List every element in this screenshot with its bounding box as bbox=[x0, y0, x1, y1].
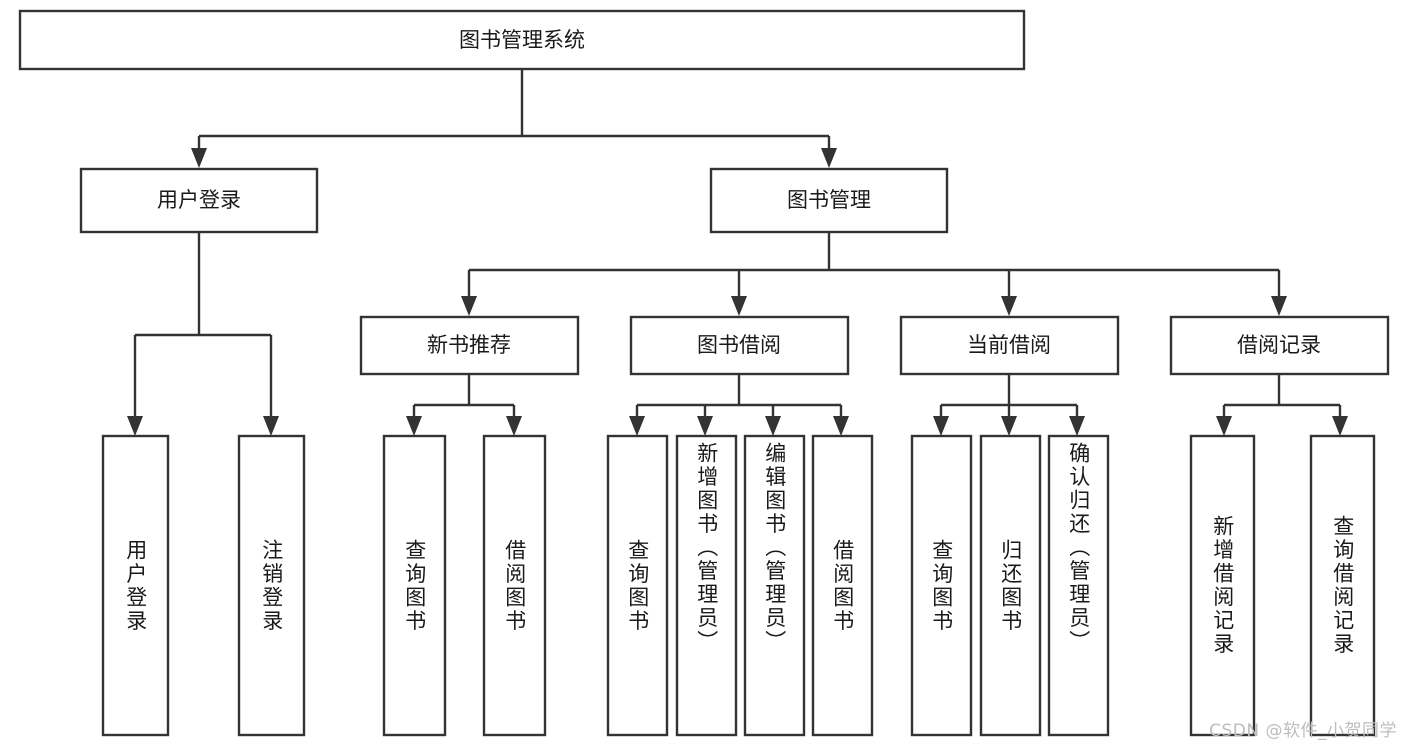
arrow-new-book-leaf-1 bbox=[406, 416, 422, 436]
node-leaf-query-book-2-box[interactable] bbox=[606, 434, 669, 737]
node-current-borrow-box[interactable] bbox=[899, 315, 1120, 376]
node-leaf-confirm-return-box[interactable] bbox=[1047, 434, 1110, 737]
arrow-book-borrow-leaf-3 bbox=[765, 416, 781, 436]
arrow-book-borrow-leaf-2 bbox=[697, 416, 713, 436]
node-borrow-record-label: 借阅记录 bbox=[1237, 333, 1321, 357]
node-user-login-label: 用户登录 bbox=[157, 188, 241, 212]
node-root-label: 图书管理系统 bbox=[459, 28, 585, 52]
arrow-borrow-record-leaf-1 bbox=[1216, 416, 1232, 436]
node-leaf-query-book-1-box[interactable] bbox=[382, 434, 447, 737]
node-leaf-user-login-box[interactable] bbox=[101, 434, 170, 737]
arrow-book-borrow-leaf-1 bbox=[629, 416, 645, 436]
arrow-borrow-record-leaf-2 bbox=[1332, 416, 1348, 436]
node-leaf-add-book-box[interactable] bbox=[675, 434, 738, 737]
node-book-borrow-label: 图书借阅 bbox=[697, 333, 781, 357]
arrow-new-book-leaf-2 bbox=[506, 416, 522, 436]
arrow-root-to-book-management bbox=[821, 148, 837, 168]
arrow-bm-to-borrow-record bbox=[1271, 296, 1287, 316]
node-leaf-add-borrow-record-box[interactable] bbox=[1189, 434, 1256, 737]
arrow-current-borrow-leaf-2 bbox=[1001, 416, 1017, 436]
node-leaf-return-book-box[interactable] bbox=[979, 434, 1042, 737]
node-borrow-record-box[interactable] bbox=[1169, 315, 1390, 376]
arrow-bm-to-current-borrow bbox=[1001, 296, 1017, 316]
node-leaf-logout-login-box[interactable] bbox=[237, 434, 306, 737]
arrow-book-borrow-leaf-4 bbox=[833, 416, 849, 436]
node-book-borrow-box[interactable] bbox=[629, 315, 850, 376]
arrow-root-to-user-login bbox=[191, 148, 207, 168]
node-leaf-borrow-book-1-box[interactable] bbox=[482, 434, 547, 737]
node-book-management-box[interactable] bbox=[709, 167, 949, 234]
arrow-bm-to-book-borrow bbox=[731, 296, 747, 316]
node-root-box[interactable] bbox=[18, 9, 1026, 71]
node-leaf-query-borrow-record-box[interactable] bbox=[1309, 434, 1376, 737]
arrow-user-login-leaf-2 bbox=[263, 416, 279, 436]
arrow-current-borrow-leaf-1 bbox=[933, 416, 949, 436]
node-leaf-borrow-book-2-box[interactable] bbox=[811, 434, 874, 737]
node-current-borrow-label: 当前借阅 bbox=[967, 333, 1051, 357]
node-new-book-recommend-label: 新书推荐 bbox=[427, 333, 511, 357]
csdn-watermark: CSDN @软件_小贺同学 bbox=[1209, 721, 1397, 741]
node-book-management-label: 图书管理 bbox=[787, 188, 871, 212]
arrow-current-borrow-leaf-3 bbox=[1069, 416, 1085, 436]
node-leaf-edit-book-box[interactable] bbox=[743, 434, 806, 737]
node-new-book-recommend-box[interactable] bbox=[359, 315, 580, 376]
arrow-bm-to-new-book-recommend bbox=[461, 296, 477, 316]
node-leaf-query-book-3-box[interactable] bbox=[910, 434, 973, 737]
arrow-user-login-leaf-1 bbox=[127, 416, 143, 436]
